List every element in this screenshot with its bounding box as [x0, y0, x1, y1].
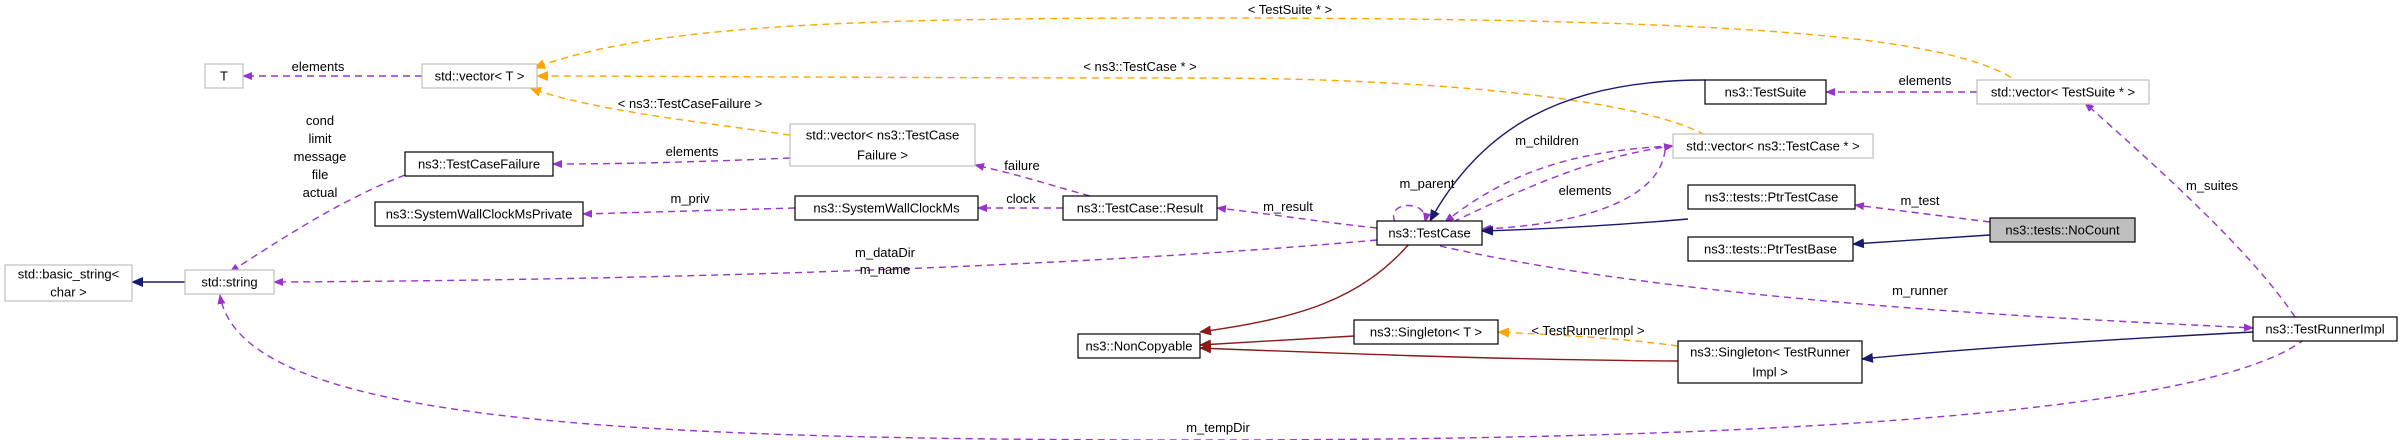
node-testcasefailure[interactable]: ns3::TestCaseFailure — [404, 151, 554, 177]
label-elements-failure: elements — [666, 144, 719, 159]
edge-systemwallclockms-to-private — [582, 207, 796, 218]
label-failure: failure — [1004, 158, 1039, 173]
edge-singleton-runner-to-singleton-t — [1497, 327, 1679, 347]
svg-text:std::basic_string<: std::basic_string< — [18, 267, 120, 282]
svg-text:ns3::tests::NoCount: ns3::tests::NoCount — [2005, 223, 2120, 238]
edge-labels: < TestSuite * > elements < ns3::TestCase… — [292, 2, 2239, 435]
edge-testcase-to-testrunnerimpl — [1439, 245, 2254, 332]
edge-singleton-runner-to-noncopyable — [1199, 343, 1679, 362]
label-elements-t: elements — [292, 59, 345, 74]
edge-testcase-to-string — [273, 239, 1378, 286]
node-vector-testcase-ptr[interactable]: std::vector< ns3::TestCase * > — [1672, 133, 1874, 159]
node-ptrtestcase[interactable]: ns3::tests::PtrTestCase — [1687, 184, 1856, 210]
label-m-suites: m_suites — [2186, 178, 2239, 193]
node-ptrtestbase[interactable]: ns3::tests::PtrTestBase — [1687, 236, 1854, 262]
label-elements-suite: elements — [1899, 73, 1952, 88]
label-m-children: m_children — [1515, 133, 1579, 148]
label-testcase-ptr: < ns3::TestCase * > — [1083, 59, 1196, 74]
label-m-name: m_name — [860, 262, 911, 277]
edge-testcase-to-result — [1216, 205, 1378, 229]
node-singleton-t[interactable]: ns3::Singleton< T > — [1353, 319, 1499, 345]
label-file: file — [312, 167, 329, 182]
node-testcase[interactable]: ns3::TestCase — [1376, 220, 1483, 246]
label-cond: cond — [306, 113, 334, 128]
label-testcasefailure-tpl: < ns3::TestCaseFailure > — [618, 96, 763, 111]
svg-text:ns3::Singleton< TestRunner: ns3::Singleton< TestRunner — [1690, 345, 1851, 360]
edge-vector-testcase-to-testcase — [1444, 145, 1674, 223]
edges — [131, 17, 2306, 440]
node-testsuite[interactable]: ns3::TestSuite — [1704, 79, 1827, 105]
edge-nocount-to-ptrtestbase — [1852, 234, 1991, 249]
label-limit: limit — [308, 131, 331, 146]
node-vector-testcasefailure[interactable]: std::vector< ns3::TestCase Failure > — [789, 123, 976, 167]
label-m-runner: m_runner — [1892, 283, 1948, 298]
label-testrunnerimpl-tpl: < TestRunnerImpl > — [1531, 323, 1644, 338]
svg-text:T: T — [220, 69, 228, 84]
svg-text:std::vector< TestSuite * >: std::vector< TestSuite * > — [1991, 85, 2135, 100]
svg-text:ns3::tests::PtrTestBase: ns3::tests::PtrTestBase — [1704, 242, 1837, 257]
node-vector-t[interactable]: std::vector< T > — [421, 63, 538, 89]
edge-nocount-to-ptrtestcase — [1854, 202, 1991, 223]
svg-text:std::vector< ns3::TestCase: std::vector< ns3::TestCase — [806, 128, 960, 143]
node-testrunnerimpl[interactable]: ns3::TestRunnerImpl — [2252, 316, 2398, 342]
node-basic-string[interactable]: std::basic_string< char > — [4, 264, 133, 302]
label-m-parent: m_parent — [1400, 176, 1455, 191]
edge-testrunner-to-singleton-runner — [1861, 331, 2254, 363]
svg-text:std::vector< T >: std::vector< T > — [435, 69, 525, 84]
label-message: message — [294, 149, 347, 164]
edge-testrunner-to-vector-testsuite — [2084, 102, 2296, 318]
label-clock: clock — [1006, 191, 1036, 206]
node-t[interactable]: T — [204, 63, 244, 89]
node-vector-testsuite-ptr[interactable]: std::vector< TestSuite * > — [1976, 79, 2150, 105]
svg-text:ns3::TestRunnerImpl: ns3::TestRunnerImpl — [2265, 322, 2384, 337]
label-m-result: m_result — [1263, 199, 1313, 214]
edge-result-to-vector-failure — [974, 163, 1091, 197]
node-singleton-testrunnerimpl[interactable]: ns3::Singleton< TestRunner Impl > — [1677, 340, 1863, 384]
svg-text:char >: char > — [50, 285, 87, 300]
svg-text:std::string: std::string — [201, 275, 257, 290]
svg-text:ns3::TestSuite: ns3::TestSuite — [1725, 85, 1807, 100]
node-systemwallclockmsprivate[interactable]: ns3::SystemWallClockMsPrivate — [374, 201, 584, 227]
edge-testcasefailure-to-string — [229, 174, 406, 273]
edge-ptrtestcase-to-testcase — [1481, 218, 1689, 236]
node-testcase-result[interactable]: ns3::TestCase::Result — [1062, 195, 1218, 221]
label-testsuite-ptr: < TestSuite * > — [1248, 2, 1332, 17]
label-actual: actual — [303, 185, 338, 200]
svg-text:ns3::TestCase: ns3::TestCase — [1388, 226, 1470, 241]
edge-singleton-t-to-noncopyable — [1199, 335, 1355, 350]
node-nocount[interactable]: ns3::tests::NoCount — [1989, 217, 2136, 243]
nodes: T std::vector< T > std::basic_string< ch… — [4, 63, 2398, 384]
label-m-tempdir: m_tempDir — [1186, 420, 1250, 435]
svg-text:ns3::SystemWallClockMsPrivate: ns3::SystemWallClockMsPrivate — [386, 207, 573, 222]
edge-vector-suite-to-testcase — [1481, 149, 1666, 233]
svg-text:ns3::Singleton< T >: ns3::Singleton< T > — [1370, 325, 1482, 340]
node-string[interactable]: std::string — [184, 269, 275, 295]
node-systemwallclockms[interactable]: ns3::SystemWallClockMs — [794, 195, 979, 221]
edge-vector-testcase-to-vector-t — [536, 71, 1716, 142]
edge-testcase-to-noncopyable — [1199, 242, 1411, 336]
svg-text:std::vector< ns3::TestCase * >: std::vector< ns3::TestCase * > — [1686, 139, 1859, 154]
svg-text:ns3::tests::PtrTestCase: ns3::tests::PtrTestCase — [1705, 190, 1839, 205]
label-m-priv: m_priv — [670, 191, 710, 206]
edge-testcase-to-vector-testcase — [1452, 143, 1674, 223]
svg-text:ns3::NonCopyable: ns3::NonCopyable — [1086, 339, 1193, 354]
svg-text:ns3::SystemWallClockMs: ns3::SystemWallClockMs — [813, 201, 960, 216]
edge-testcase-parent-loop — [1392, 204, 1431, 223]
label-elements-cases: elements — [1559, 183, 1612, 198]
edge-vector-testsuite-to-vector-t — [533, 17, 2031, 93]
svg-text:Impl >: Impl > — [1752, 365, 1788, 380]
svg-text:ns3::TestCaseFailure: ns3::TestCaseFailure — [418, 157, 540, 172]
edge-testsuite-to-testcase — [1429, 79, 1706, 222]
edge-testrunner-to-string — [217, 294, 2306, 440]
label-m-test: m_test — [1900, 193, 1939, 208]
svg-text:Failure >: Failure > — [857, 148, 908, 163]
node-noncopyable[interactable]: ns3::NonCopyable — [1077, 333, 1201, 359]
label-m-datadir: m_dataDir — [855, 245, 916, 260]
svg-text:ns3::TestCase::Result: ns3::TestCase::Result — [1077, 201, 1204, 216]
